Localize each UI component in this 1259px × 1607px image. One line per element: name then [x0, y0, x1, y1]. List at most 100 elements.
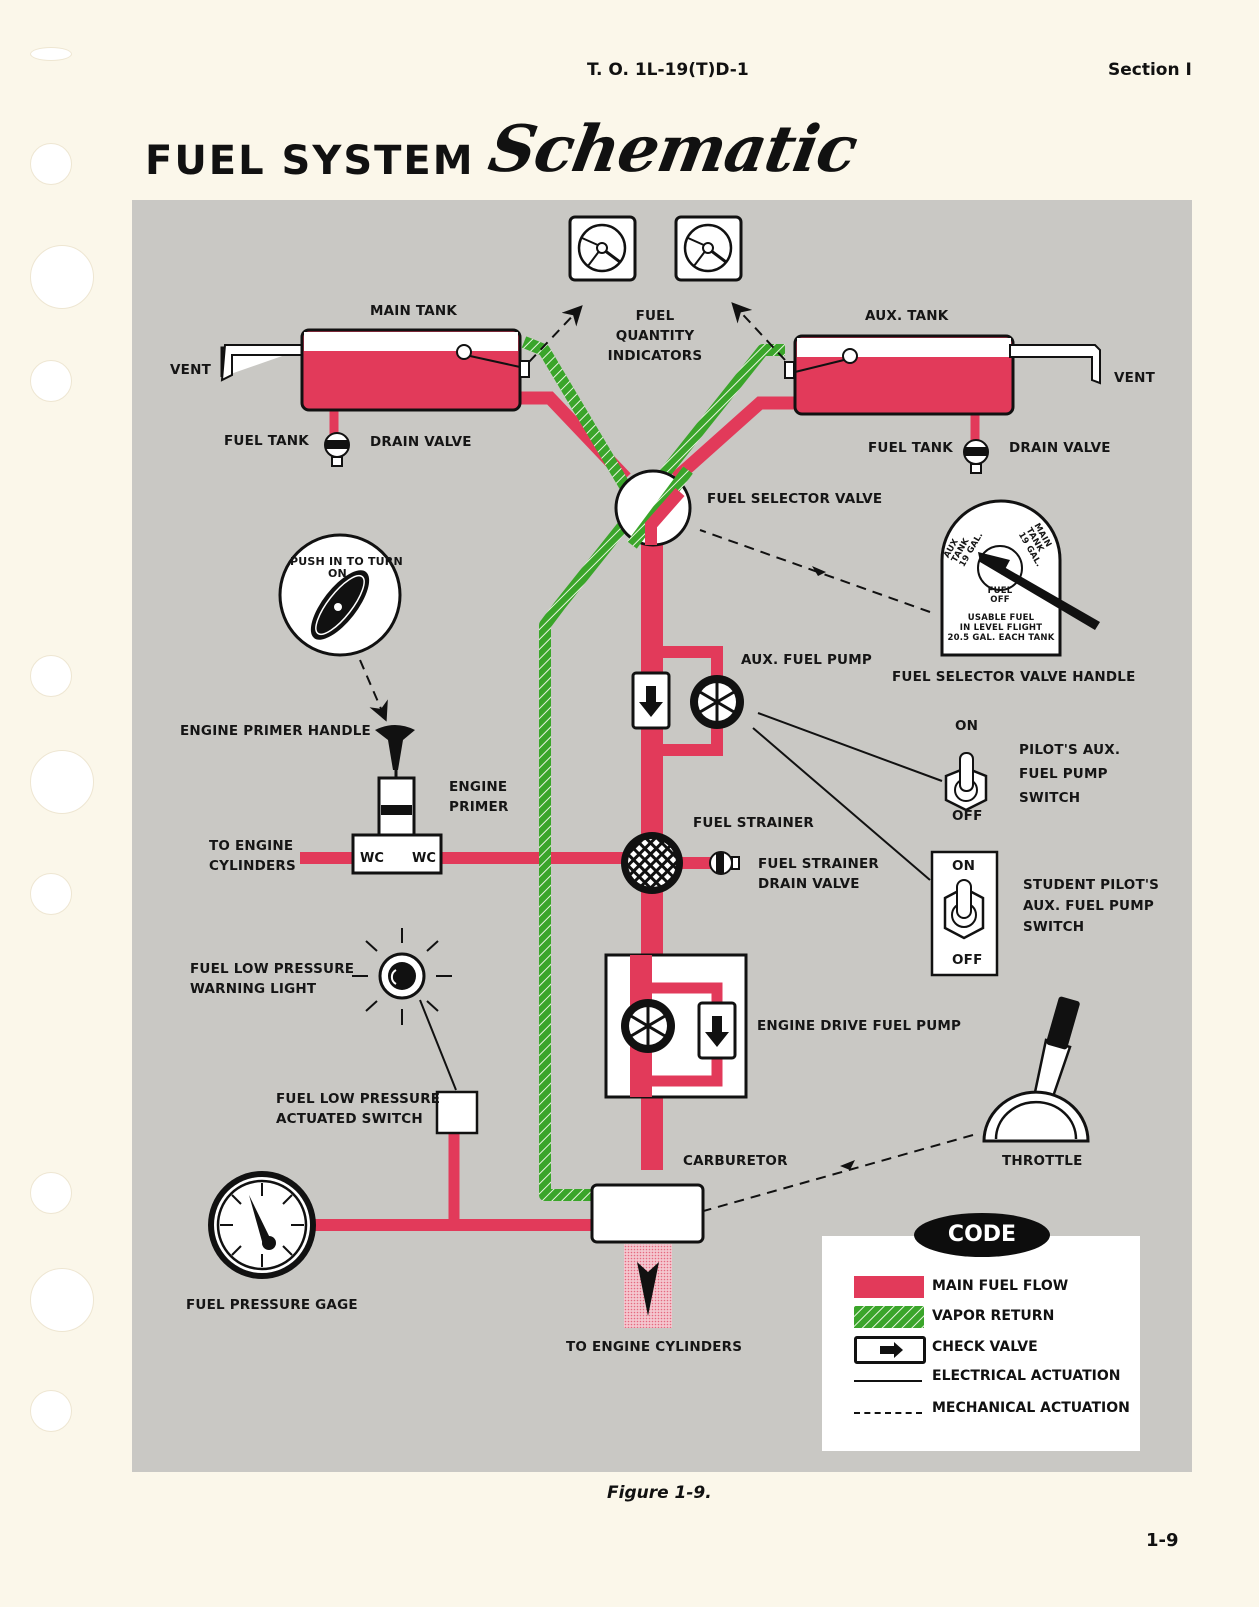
to-engine-cylinders-bottom-label: TO ENGINE CYLINDERS: [566, 1339, 743, 1355]
student-pilots-aux-fuel-pump-switch-label: STUDENT PILOT'S AUX. FUEL PUMP SWITCH: [1023, 877, 1160, 935]
legend-check-valve: CHECK VALVE: [932, 1339, 1038, 1355]
carburetor-label: CARBURETOR: [683, 1153, 788, 1169]
legend-electrical-actuation: ELECTRICAL ACTUATION: [932, 1368, 1121, 1384]
legend-green-swatch: [854, 1306, 924, 1328]
binder-hole: [30, 47, 72, 61]
low-pressure-switch-icon: [435, 1090, 479, 1135]
vent-pipe-right: [1009, 344, 1101, 385]
binder-hole: [30, 655, 72, 697]
fuel-quantity-indicators-label: FUEL QUANTITY INDICATORS: [607, 308, 703, 364]
vent-right-label: VENT: [1114, 370, 1155, 386]
drain-valve-left-label: DRAIN VALVE: [370, 434, 472, 450]
fuel-pressure-gage-icon: [208, 1171, 316, 1279]
fuel-low-pressure-actuated-switch-label: FUEL LOW PRESSURE ACTUATED SWITCH: [276, 1091, 441, 1127]
binder-hole: [30, 873, 72, 915]
fuel-tank-right-label: FUEL TANK: [868, 440, 953, 456]
fuel-strainer-icon: [621, 832, 683, 894]
float-icon: [456, 344, 472, 360]
fuel-low-pressure-warning-light-label: FUEL LOW PRESSURE WARNING LIGHT: [190, 961, 355, 997]
page-title: FUEL SYSTEM: [145, 138, 475, 184]
plate-usable-fuel-text: USABLE FUEL IN LEVEL FLIGHT 20.5 GAL. EA…: [947, 613, 1055, 643]
carburetor-icon: [590, 1183, 705, 1244]
pilots-aux-pump-switch-icon[interactable]: [944, 752, 988, 812]
vapor-main-tank-line: [521, 336, 638, 502]
engine-primer-handle-label: ENGINE PRIMER HANDLE: [180, 723, 371, 739]
fuel-strainer-drain-valve-label: FUEL STRAINER DRAIN VALVE: [758, 856, 880, 892]
warning-light-icon: [352, 928, 452, 1025]
throttle-label: THROTTLE: [1002, 1153, 1083, 1169]
student-switch-plate[interactable]: [930, 850, 999, 977]
section-label: Section I: [1108, 60, 1192, 80]
pilots-switch-off-label: OFF: [952, 808, 983, 824]
primer-handle-icon: [375, 725, 415, 770]
primer-knob-push-text: PUSH IN TO TURN: [290, 555, 403, 568]
vent-left-label: VENT: [170, 362, 211, 378]
legend-dashed-line: [854, 1412, 922, 1414]
svg-text:WC: WC: [412, 851, 436, 866]
drain-valve-icon-right: [963, 439, 989, 474]
engine-drive-fuel-pump-label: ENGINE DRIVE FUEL PUMP: [757, 1018, 962, 1034]
fuel-selector-handle-plate: [940, 499, 1100, 657]
aux-tank-label: AUX. TANK: [865, 308, 949, 324]
arrow-icon: [840, 1160, 855, 1170]
student-switch-on-label: ON: [952, 858, 976, 874]
down-arrow-icon: [637, 1262, 659, 1316]
fuel-tank-left-label: FUEL TANK: [224, 433, 309, 449]
fuel-quantity-gauge-main: [568, 215, 637, 282]
legend-vapor-return: VAPOR RETURN: [932, 1308, 1055, 1324]
fuel-selector-valve-handle-label: FUEL SELECTOR VALVE HANDLE: [892, 669, 1136, 685]
binder-hole: [30, 1172, 72, 1214]
selector-handle-icon: [978, 552, 1100, 630]
plate-fuel-off-text: FUEL OFF: [987, 586, 1013, 605]
vapor-return-lines: [521, 336, 785, 1201]
primer-knob-detail: [278, 533, 402, 657]
fuel-selector-valve: [614, 466, 693, 549]
transmitter-icon: [784, 361, 795, 379]
throttle-icon[interactable]: [982, 996, 1090, 1143]
engine-primer: WC WC: [351, 725, 443, 875]
aux-tank: [784, 334, 1101, 474]
fuel-strainer-label: FUEL STRAINER: [693, 815, 815, 831]
arrow-icon: [812, 566, 826, 576]
legend-check-valve-icon: [854, 1336, 926, 1364]
student-switch-off-label: OFF: [952, 952, 983, 968]
fuel-pressure-gage-label: FUEL PRESSURE GAGE: [186, 1297, 358, 1313]
doc-number: T. O. 1L-19(T)D-1: [587, 60, 749, 80]
legend-red-swatch: [854, 1276, 924, 1298]
page-number: 1-9: [1146, 1530, 1179, 1551]
binder-hole: [30, 750, 94, 814]
binder-hole: [30, 143, 72, 185]
drain-valve-right-label: DRAIN VALVE: [1009, 440, 1111, 456]
pilots-switch-on-label: ON: [955, 718, 979, 734]
aux-fuel-pump-label: AUX. FUEL PUMP: [741, 652, 872, 668]
electrical-actuation-lines: [419, 712, 943, 1091]
binder-hole: [30, 1390, 72, 1432]
legend-solid-line: [854, 1380, 922, 1382]
main-tank-label: MAIN TANK: [370, 303, 458, 319]
legend-title: CODE: [914, 1213, 1050, 1257]
figure-caption: Figure 1-9.: [607, 1483, 712, 1503]
legend-mechanical-actuation: MECHANICAL ACTUATION: [932, 1400, 1130, 1416]
aux-check-valve: [631, 671, 671, 730]
fuel-selector-valve-label: FUEL SELECTOR VALVE: [707, 491, 883, 507]
transmitter-icon: [519, 360, 530, 378]
legend-box: MAIN FUEL FLOW VAPOR RETURN CHECK VALVE …: [822, 1236, 1140, 1451]
svg-text:WC: WC: [360, 851, 384, 866]
aux-tank-to-selector-line: [671, 396, 795, 483]
aux-fuel-pump-icon: [690, 675, 744, 729]
vapor-aux-tank-line: [539, 344, 785, 1201]
binder-hole: [30, 360, 72, 402]
legend-main-fuel-flow: MAIN FUEL FLOW: [932, 1278, 1069, 1294]
binder-hole: [30, 1268, 94, 1332]
engine-drive-fuel-pump: [604, 953, 748, 1099]
binder-hole: [30, 245, 94, 309]
primer-knob-on-text: ON: [328, 567, 347, 580]
engine-primer-label: ENGINE PRIMER: [449, 779, 509, 815]
main-tank: [220, 328, 530, 467]
float-icon: [842, 348, 858, 364]
to-engine-cylinders-left-label: TO ENGINE CYLINDERS: [209, 838, 296, 874]
strainer-drain-valve-icon: [709, 851, 740, 875]
pilots-aux-fuel-pump-switch-label: PILOT'S AUX. FUEL PUMP SWITCH: [1019, 742, 1121, 806]
drain-valve-icon-left: [324, 432, 350, 467]
